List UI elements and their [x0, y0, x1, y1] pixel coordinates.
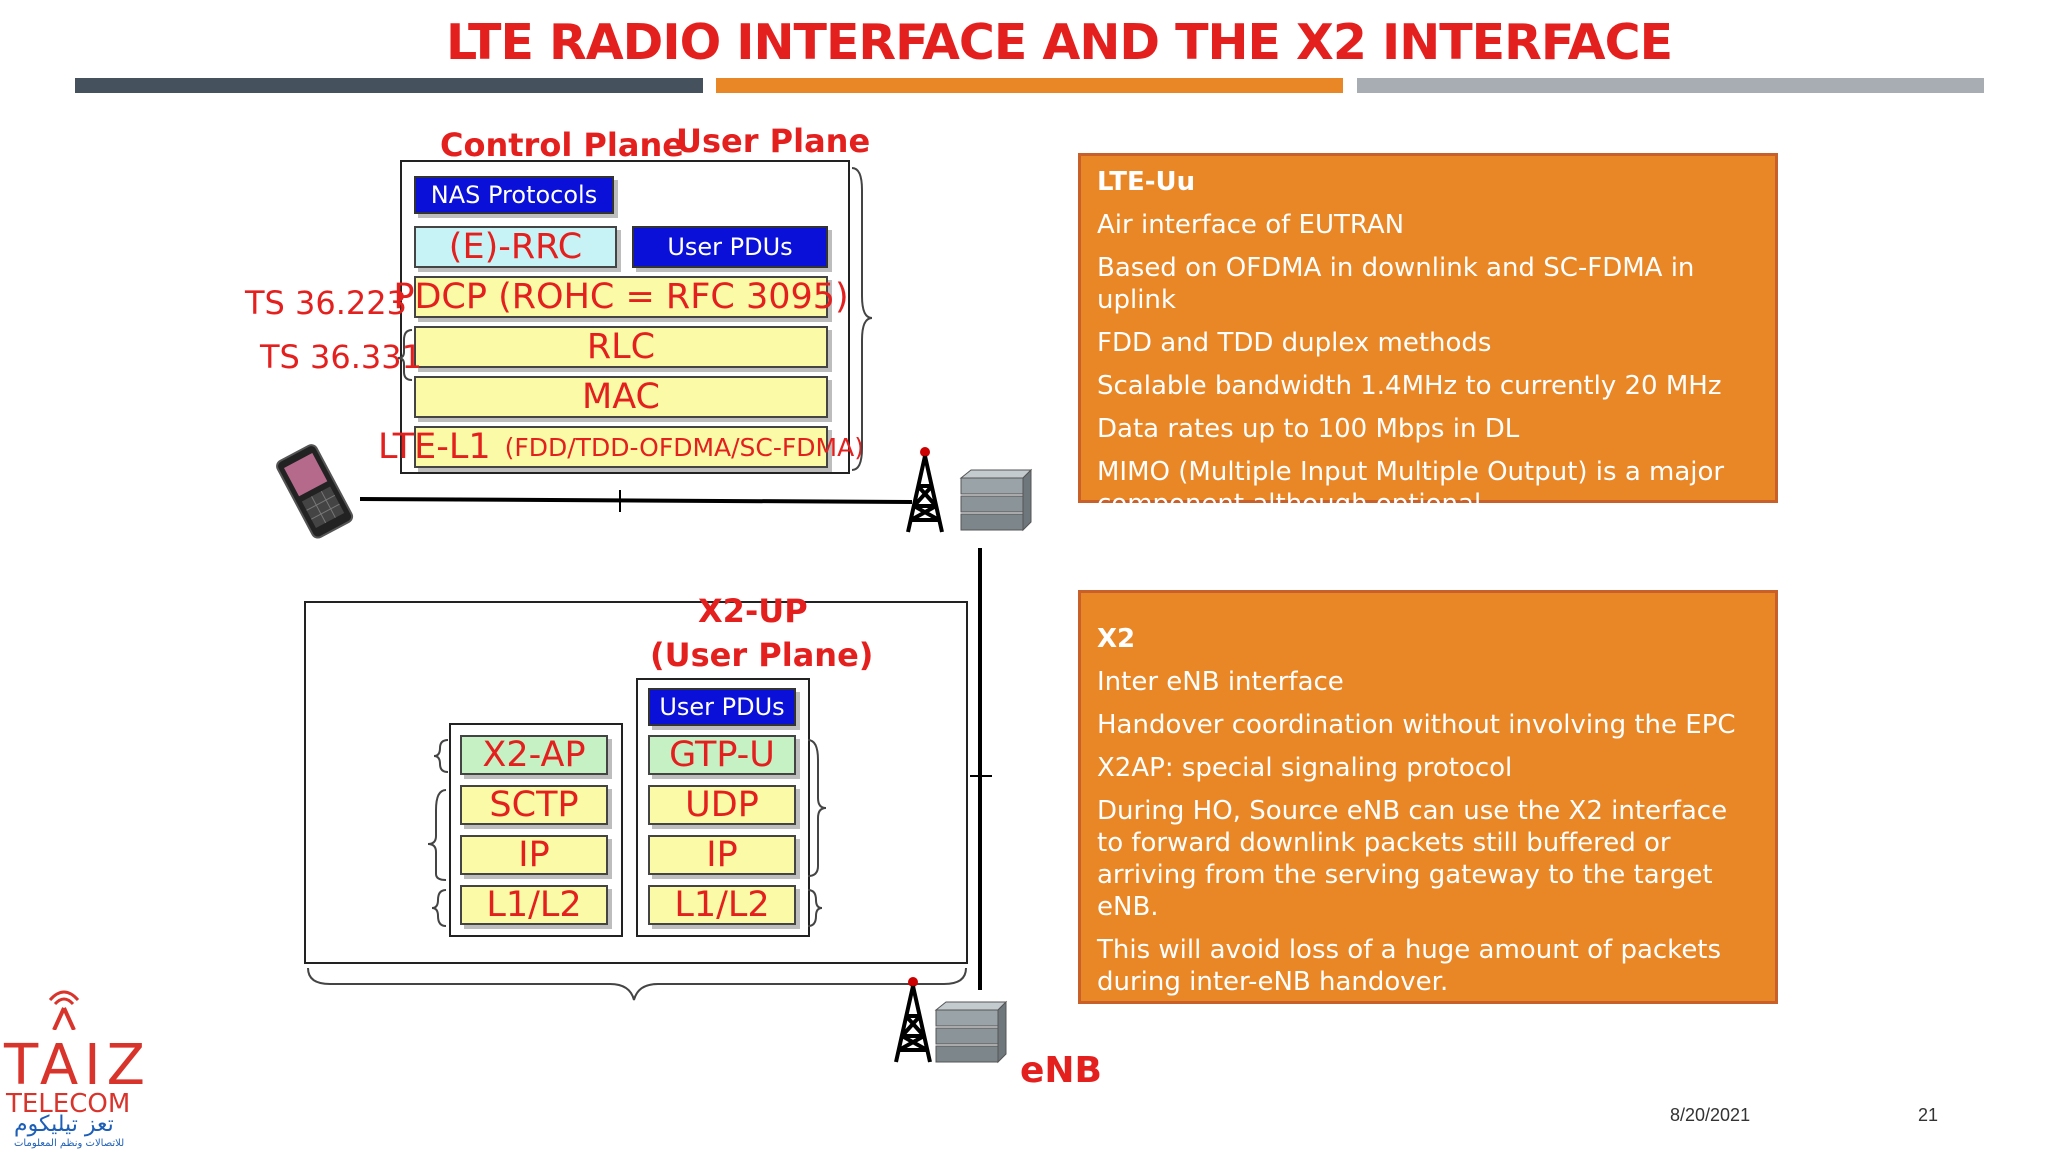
x2-info-line: During HO, Source eNB can use the X2 int…: [1097, 796, 1728, 922]
sctp-layer: SCTP: [460, 785, 608, 825]
logo-name-bottom: TELECOM: [6, 1089, 131, 1119]
enb-server-top-icon: [959, 468, 1033, 532]
lte-uu-box: LTE-Uu Air interface of EUTRAN Based on …: [1078, 153, 1778, 519]
ts-36-331-label: TS 36.331: [260, 338, 422, 376]
enb-tower-top-icon: [906, 447, 944, 533]
x2-info-heading: X2: [1097, 624, 1136, 654]
rlc-layer: RLC: [414, 326, 828, 368]
lte-uu-line: FDD and TDD duplex methods: [1097, 328, 1492, 358]
user-plane-label: User Plane: [676, 122, 871, 160]
enb-server-bottom-icon: [934, 1000, 1008, 1064]
page-title: LTE RADIO INTERFACE AND THE X2 INTERFACE: [445, 14, 1673, 71]
logo-arabic: تعز تيليكوم: [14, 1112, 114, 1137]
x2-right-l1l2-layer: L1/L2: [648, 885, 796, 925]
footer-date: 8/20/2021: [1670, 1105, 1751, 1125]
gtp-u-layer: GTP-U: [648, 735, 796, 775]
lte-l1-main-text: LTE-L1: [378, 427, 491, 467]
rrc-layer: (E)-RRC: [414, 226, 617, 268]
mobile-phone-icon: [276, 444, 354, 539]
enb-label: eNB: [1020, 1050, 1102, 1091]
lte-uu-line: Air interface of EUTRAN: [1097, 210, 1405, 240]
taiz-telecom-logo-icon: [48, 990, 80, 1030]
x2-right-ip-layer: IP: [648, 835, 796, 875]
enb-tower-bottom-icon: [894, 977, 932, 1063]
ts-36-223-label: TS 36.223: [245, 284, 407, 322]
logo-name-top: TAIZ: [4, 1033, 152, 1098]
logo-arabic-sub: للاتصالات ونظم المعلومات: [14, 1138, 125, 1149]
title-bar-dark: [75, 78, 703, 93]
nas-protocols-box: NAS Protocols: [414, 176, 614, 214]
x2-info-box: X2 Inter eNB interface Handover coordina…: [1078, 590, 1778, 1004]
x2-info-line: This will avoid loss of a huge amount of…: [1097, 935, 1722, 997]
lte-uu-line: Scalable bandwidth 1.4MHz to currently 2…: [1097, 371, 1722, 401]
x2-up-heading: X2-UP: [698, 592, 808, 630]
x2-left-ip-layer: IP: [460, 835, 608, 875]
lte-uu-line: MIMO (Multiple Input Multiple Output) is…: [1097, 457, 1725, 519]
title-bar-orange: [716, 78, 1343, 93]
x2-user-plane-heading: (User Plane): [650, 636, 874, 674]
control-plane-label: Control Plane: [440, 126, 684, 164]
lte-l1-sub-text: (FDD/TDD-OFDMA/SC-FDMA): [504, 432, 864, 462]
title-bar-gray: [1357, 78, 1984, 93]
x2-user-pdus-box: User PDUs: [648, 688, 796, 726]
lte-uu-line: Based on OFDMA in downlink and SC-FDMA i…: [1097, 253, 1695, 315]
udp-layer: UDP: [648, 785, 796, 825]
x2-left-l1l2-layer: L1/L2: [460, 885, 608, 925]
x2-info-line: X2AP: special signaling protocol: [1097, 753, 1513, 783]
lte-uu-line: Data rates up to 100 Mbps in DL: [1097, 414, 1520, 444]
lte-l1-layer: LTE-L1 (FDD/TDD-OFDMA/SC-FDMA): [378, 426, 864, 468]
x2-ap-layer: X2-AP: [460, 735, 608, 775]
x2-info-line: Inter eNB interface: [1097, 667, 1344, 697]
footer-page-number: 21: [1918, 1105, 1939, 1125]
lte-uu-heading: LTE-Uu: [1097, 167, 1196, 197]
pdcp-layer: PDCP (ROHC = RFC 3095): [393, 276, 849, 318]
mac-layer: MAC: [414, 376, 828, 418]
x2-info-line: Handover coordination without involving …: [1097, 710, 1736, 740]
user-pdus-box: User PDUs: [632, 226, 828, 268]
